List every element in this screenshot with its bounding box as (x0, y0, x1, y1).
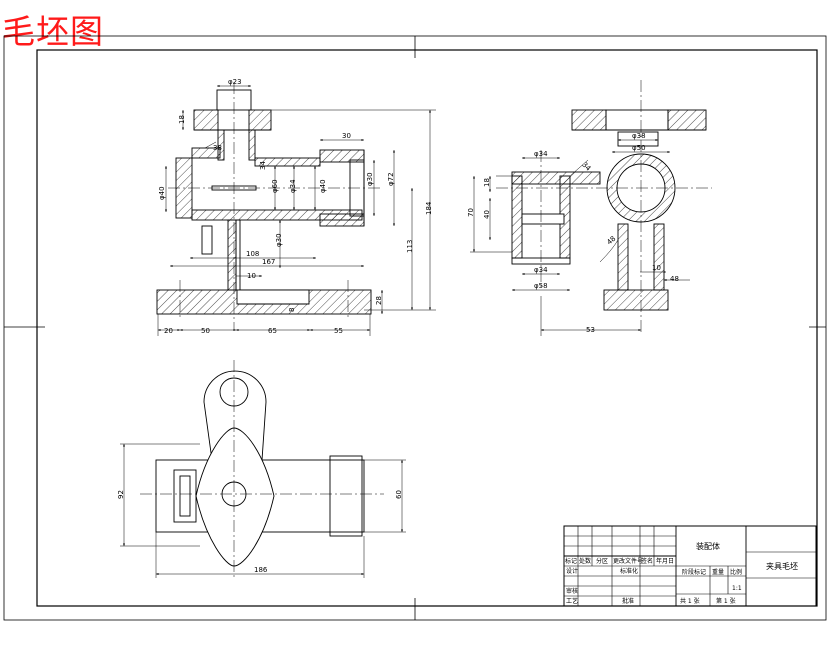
dim-phi34-side-top: φ34 (534, 150, 548, 158)
dim-18: 18 (178, 115, 186, 124)
side-view-dimensions (470, 139, 690, 336)
dim-phi50: φ50 (632, 144, 646, 152)
dim-40: 40 (483, 210, 491, 219)
tb-sheet-no: 第 1 张 (716, 597, 736, 605)
dim-phi40: φ40 (158, 186, 166, 200)
dim-phi30: φ30 (366, 172, 374, 186)
side-view (496, 80, 712, 332)
dim-phi58: φ58 (534, 282, 548, 290)
title-block (563, 525, 817, 607)
dim-65: 65 (268, 327, 277, 335)
dim-48: 48 (670, 275, 679, 283)
dim-92: 92 (117, 490, 125, 499)
tb-date: 年月日 (656, 557, 674, 565)
dim-30: 30 (342, 132, 351, 140)
drawing-title-red: 毛坯图 (2, 12, 104, 51)
tb-process: 工艺 (566, 597, 578, 605)
dim-70: 70 (467, 208, 475, 217)
tb-part-name: 装配体 (696, 541, 720, 551)
dim-10-side: 10 (652, 264, 661, 272)
dim-8: 8 (288, 308, 296, 312)
dim-phi40-right: φ40 (319, 179, 327, 193)
tb-mark: 标记 (565, 557, 577, 565)
tb-design: 设计 (566, 567, 578, 575)
tb-drawing-title: 夹具毛坯 (766, 561, 798, 571)
tb-weight: 重量 (712, 568, 724, 576)
dim-167: 167 (262, 258, 275, 266)
front-view-labels: φ23 18 38 30 34 φ40 φ60 φ34 φ40 φ30 φ72 … (158, 78, 433, 335)
title-block-labels: 装配体 夹具毛坯 标记 处数 分区 更改文件号 签名 年月日 设计 标准化 阶段… (565, 541, 798, 605)
top-view-dimensions (120, 443, 406, 578)
dim-53: 53 (586, 326, 595, 334)
tb-stage: 阶段标记 (682, 568, 706, 576)
dim-38: 38 (213, 144, 222, 152)
dim-phi34-side-bottom: φ34 (534, 266, 548, 274)
revision-grid (564, 526, 676, 606)
dim-18-side: 18 (483, 178, 491, 187)
dim-phi23: φ23 (228, 78, 242, 86)
dim-50: 50 (201, 327, 210, 335)
tb-sheets-total: 共 1 张 (680, 597, 700, 605)
dim-184: 184 (425, 201, 433, 215)
dim-28: 28 (375, 296, 383, 305)
dim-angle: 48 (605, 235, 617, 247)
dim-55: 55 (334, 327, 343, 335)
top-view (140, 360, 384, 580)
tb-review: 审核 (566, 587, 578, 595)
front-view (156, 82, 380, 330)
dim-phi38: φ38 (632, 132, 646, 140)
dim-186: 186 (254, 566, 268, 574)
dim-34: 34 (259, 161, 267, 170)
tb-count: 处数 (579, 557, 591, 565)
dim-phi72: φ72 (387, 172, 395, 186)
front-view-dimensions (157, 85, 436, 336)
tb-sign: 签名 (641, 557, 653, 565)
centering-marks (4, 36, 826, 620)
tb-scale-value: 1:1 (732, 585, 742, 592)
top-view-labels: 92 60 186 (117, 490, 403, 574)
dim-20: 20 (164, 327, 173, 335)
tb-scale: 比例 (730, 568, 742, 576)
tb-zone: 分区 (596, 557, 608, 565)
inner-frame (36, 49, 818, 607)
dim-10: 10 (247, 272, 256, 280)
dim-113: 113 (406, 240, 414, 253)
dim-phi60: φ60 (271, 179, 279, 193)
dim-phi34-front: φ34 (289, 179, 297, 193)
tb-approve: 批准 (622, 597, 634, 605)
dim-60: 60 (395, 490, 403, 499)
dim-slope: 34 (580, 161, 592, 173)
tb-standard: 标准化 (620, 567, 638, 575)
tb-docno: 更改文件号 (613, 557, 643, 565)
dim-108: 108 (246, 250, 259, 258)
dim-phi30-stem: φ30 (275, 233, 283, 247)
